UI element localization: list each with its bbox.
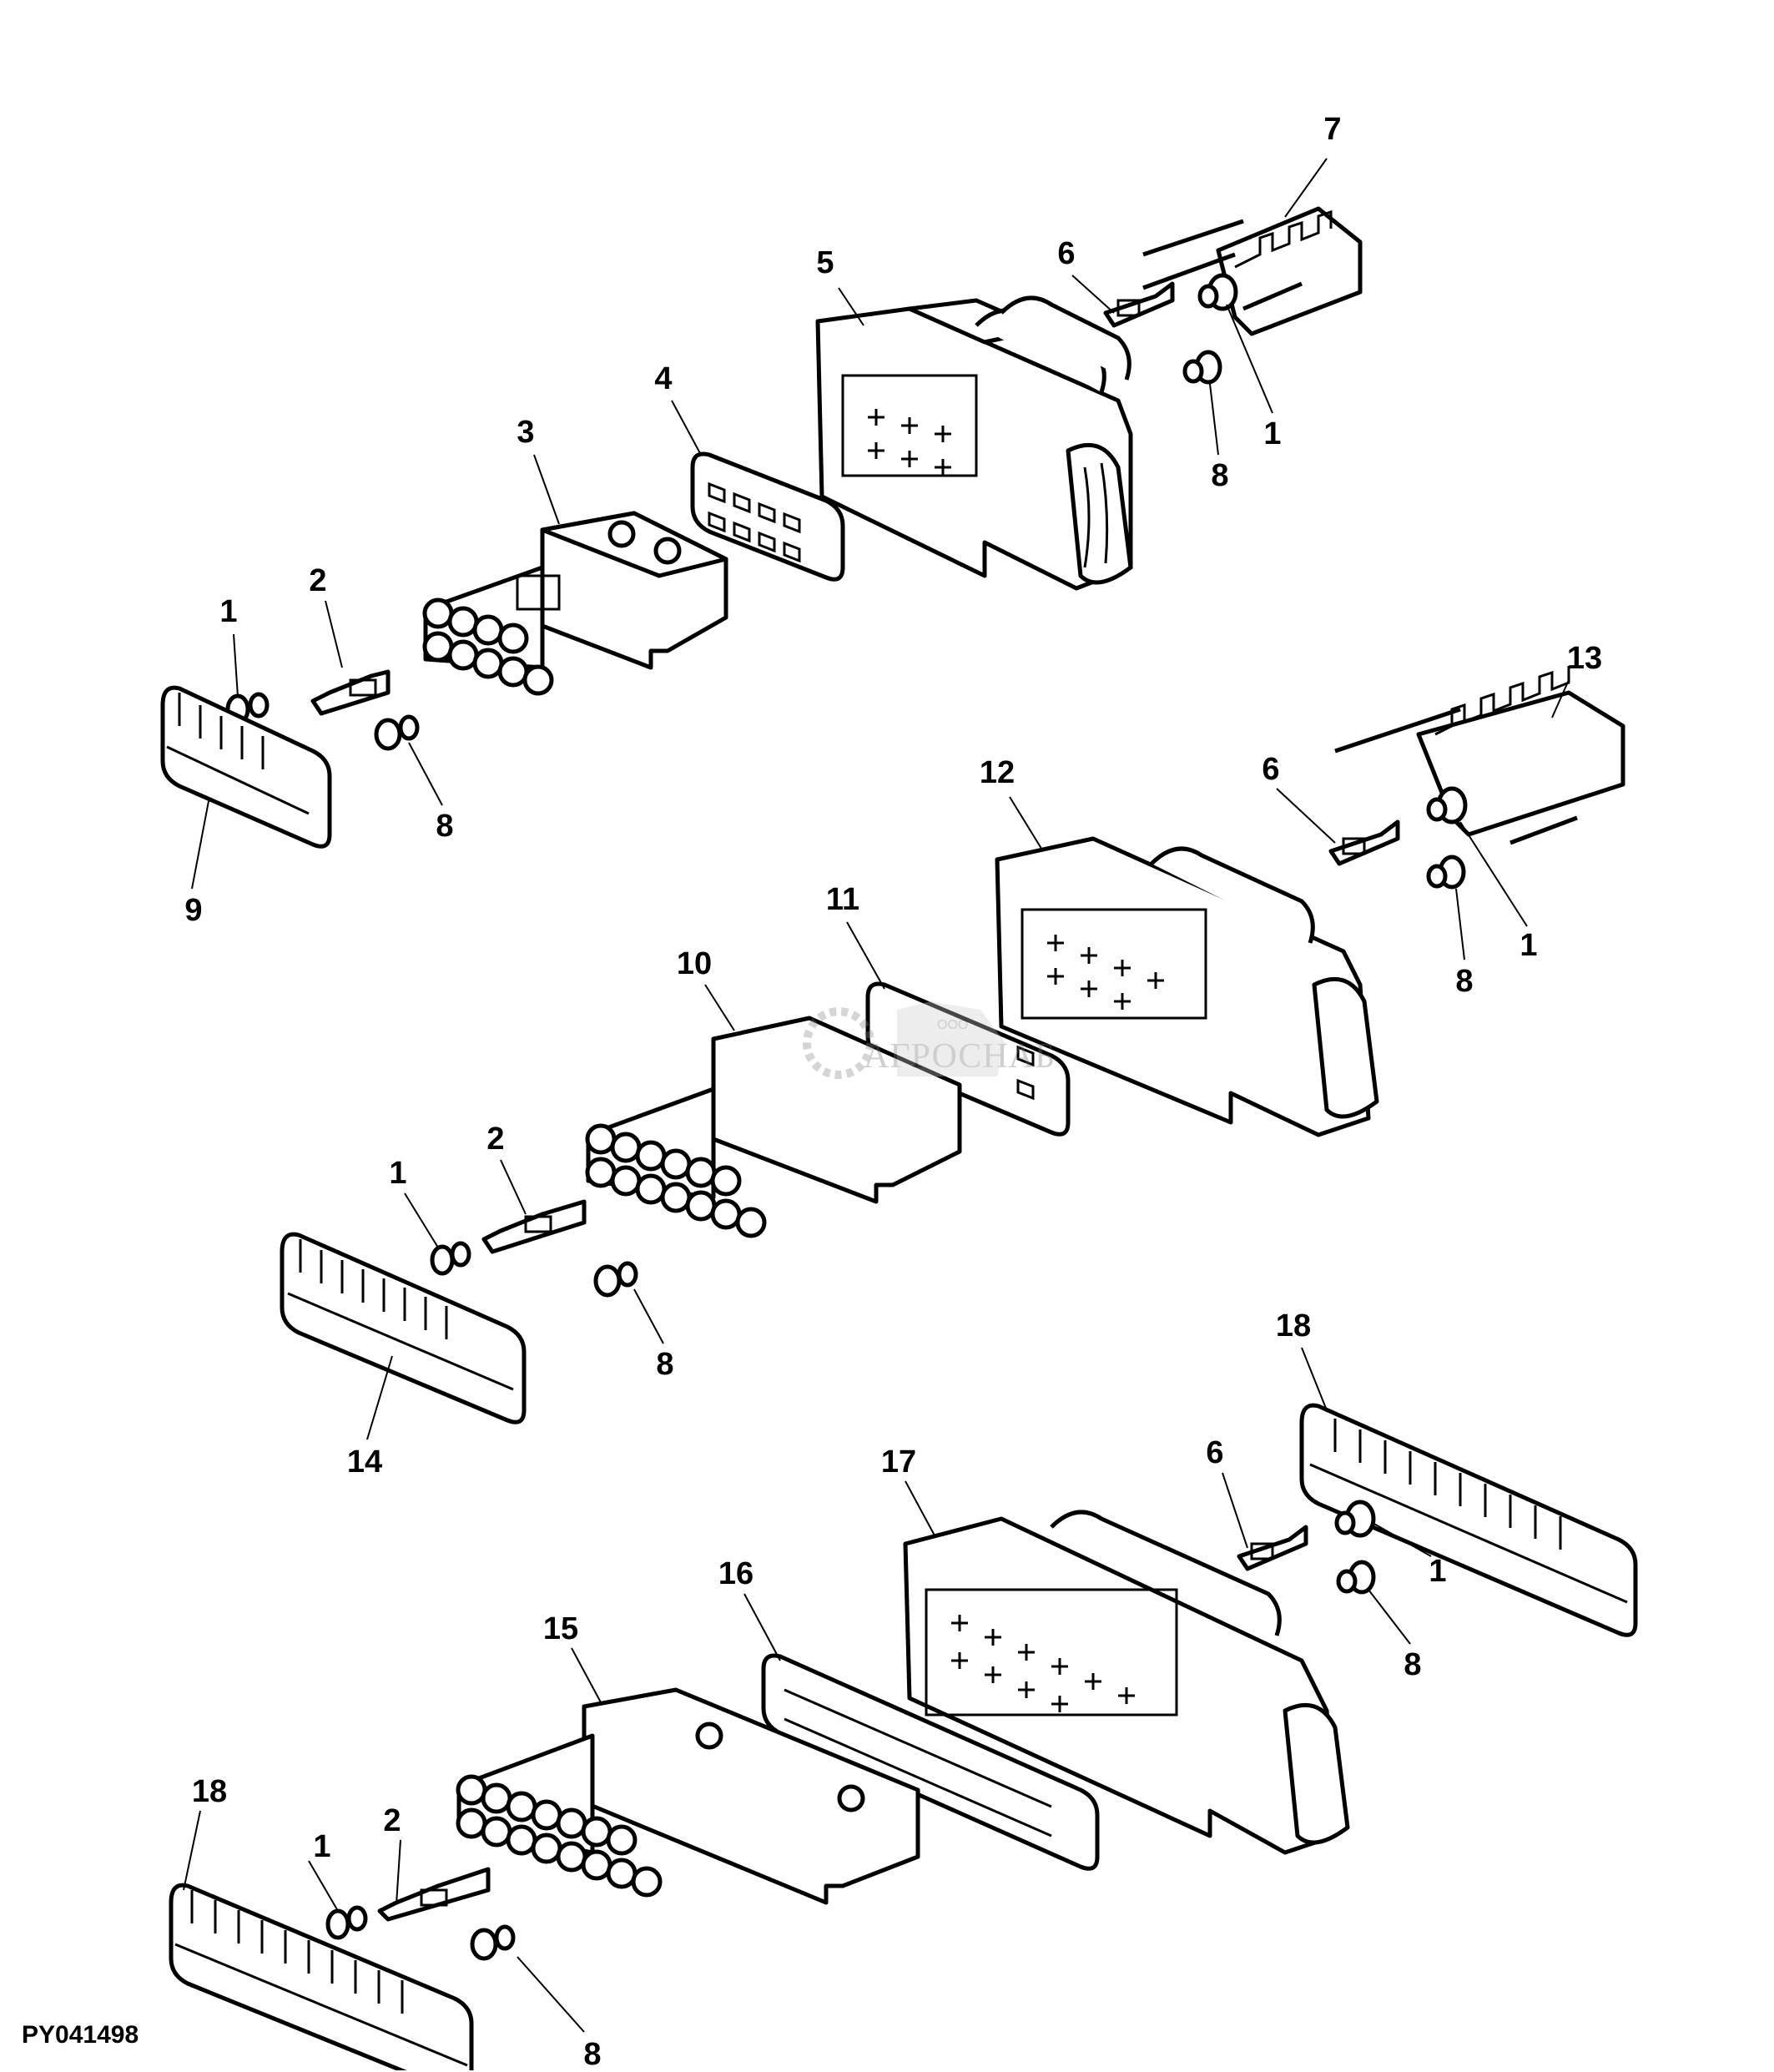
callout-8: 8 [1211, 458, 1229, 493]
callout-12: 12 [979, 755, 1016, 790]
callout-2: 2 [309, 563, 327, 598]
callout-16: 16 [718, 1556, 754, 1591]
callout-3: 3 [517, 415, 535, 450]
bottom-connector-group [169, 1347, 1638, 2070]
callout-9: 9 [184, 893, 203, 928]
part-2-male-terminal-bottom [377, 1867, 491, 1922]
watermark-name: АГРОСНАБ [864, 1037, 1056, 1076]
callout-1: 1 [1519, 928, 1538, 963]
part-3-male-housing [422, 511, 728, 696]
part-1-wire-seal-middle [1426, 786, 1468, 824]
watermark-logo: ООО АГРОСНАБ [797, 993, 1055, 1085]
callout-8: 8 [1404, 1647, 1422, 1682]
callout-5: 5 [816, 245, 834, 280]
part-2-male-terminal-middle [481, 1199, 587, 1254]
top-connector-group [160, 158, 1363, 890]
callout-18: 18 [1275, 1308, 1312, 1344]
part-1-wire-seal-middle-left [430, 1241, 471, 1276]
watermark-prefix: ООО [937, 1018, 969, 1032]
middle-connector-group [280, 666, 1625, 1440]
callout-2: 2 [383, 1803, 401, 1838]
callout-8: 8 [1455, 964, 1474, 999]
callout-2: 2 [486, 1122, 505, 1157]
callout-1: 1 [313, 1829, 331, 1864]
part-18-terminal-retainer-bottom [169, 1883, 474, 2070]
callout-1: 1 [1429, 1554, 1447, 1589]
part-8-cavity-plug-bottom [1336, 1560, 1376, 1595]
callout-14: 14 [346, 1444, 383, 1480]
part-1-wire-seal-bottom-left [325, 1905, 368, 1940]
callout-7: 7 [1323, 112, 1342, 147]
part-13-terminal-retainer [1334, 666, 1625, 845]
callout-1: 1 [219, 594, 238, 629]
callout-8: 8 [656, 1347, 674, 1382]
callout-6: 6 [1057, 236, 1076, 271]
callout-10: 10 [676, 946, 713, 981]
part-8-cavity-plug-middle-left [593, 1261, 638, 1298]
part-6-female-terminal-middle [1328, 819, 1400, 866]
part-10-male-housing [585, 1016, 962, 1238]
callout-4: 4 [654, 361, 673, 396]
part-8-cavity-plug-left [374, 714, 420, 751]
callout-8: 8 [583, 2037, 602, 2072]
callout-1: 1 [389, 1156, 407, 1191]
part-4-gasket [690, 451, 845, 582]
part-1-wire-seal [1197, 273, 1238, 311]
callout-18: 18 [191, 1774, 228, 1809]
part-17-female-housing [903, 1510, 1350, 1855]
part-5-female-housing [815, 295, 1133, 591]
gear-harvester-icon [803, 1001, 1005, 1079]
part-6-female-terminal [1103, 281, 1175, 328]
part-2-male-terminal [310, 669, 391, 716]
part-6-female-terminal-bottom [1237, 1525, 1308, 1571]
part-15-male-housing [456, 1687, 920, 1905]
callout-11: 11 [825, 882, 860, 917]
callout-15: 15 [542, 1611, 579, 1646]
part-8-cavity-plug-bottom-left [470, 1924, 516, 1961]
part-18-terminal-retainer-top [1299, 1403, 1638, 1637]
callout-6: 6 [1206, 1435, 1224, 1470]
part-8-cavity-plug-middle [1426, 855, 1466, 890]
callout-1: 1 [1263, 416, 1282, 451]
part-7-terminal-retainer [1142, 206, 1363, 336]
callout-13: 13 [1566, 641, 1603, 676]
part-16-gasket [761, 1653, 1100, 1871]
callout-8: 8 [436, 809, 454, 844]
part-14-terminal-retainer [280, 1232, 527, 1424]
part-9-terminal-retainer [160, 685, 332, 849]
callout-6: 6 [1262, 752, 1280, 787]
part-1-wire-seal-bottom [1334, 1500, 1376, 1538]
callout-17: 17 [880, 1444, 917, 1480]
part-12-female-housing [995, 836, 1379, 1137]
part-8-cavity-plug [1182, 350, 1222, 385]
figure-id: PY041498 [22, 2021, 139, 2049]
